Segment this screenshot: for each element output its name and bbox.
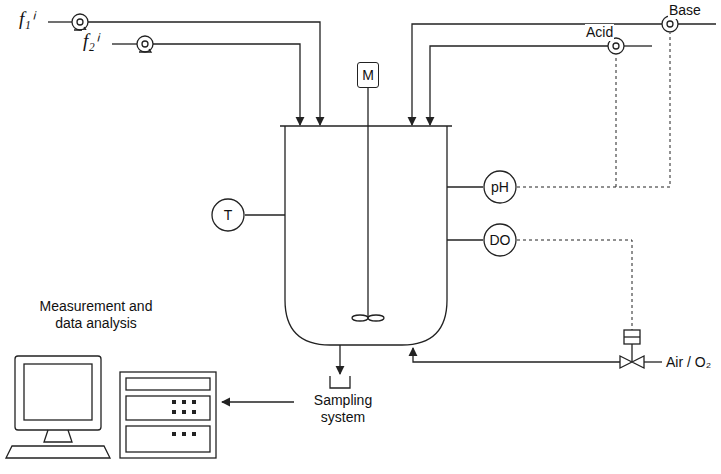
control-signal [517,240,632,330]
analyser-button [172,400,176,404]
feed-line [88,22,320,125]
feed-label: f₂ⁱ [82,30,99,53]
analyser-panel [126,396,210,420]
sensor-wire [245,214,285,215]
analyser-button [182,400,186,404]
monitor-screen [24,364,92,420]
valve-actuator [624,330,640,344]
impeller-blade [352,315,368,321]
gas-line [644,361,662,362]
sensor-circle [212,199,244,231]
gas-label: Air / O₂ [665,354,712,371]
feed-line [112,43,137,44]
node-text: M [362,68,374,82]
valve-body [620,356,644,368]
vessel [285,126,447,345]
pump-base [139,49,151,52]
feed-label: f₁ⁱ [18,8,35,31]
analyser-button [192,400,196,404]
impeller-blade [368,315,384,321]
sampling-cup [330,376,350,388]
base-line [678,23,716,24]
pump-rotor [667,21,673,27]
node-text: T [224,208,233,222]
node-text: pH [491,180,509,194]
analyser-button [182,410,186,414]
stirrer-shaft [367,88,368,316]
gas-line [413,348,620,362]
pump-rotor [77,19,83,25]
ph-sensor: pH [483,170,517,204]
sensor-wire [447,239,483,240]
pump [137,36,153,52]
keyboard [6,446,110,458]
do-sensor: DO [483,223,517,257]
analyser [120,372,216,458]
pump-rotor [142,41,148,47]
pump [72,14,88,30]
monitor-stand [44,430,72,442]
analyser-button [192,432,196,436]
control-signal [616,55,617,187]
base-line [412,24,662,125]
sensor-circle [484,224,516,256]
reagent-label: Acid [585,24,614,41]
data-arrow [222,401,294,402]
analyser-button [182,432,186,436]
equipment-label: Measurement and data analysis [30,298,162,332]
temperature-sensor: T [211,198,245,232]
sensor-wire [447,186,483,187]
acid-line [624,45,652,46]
analyser-button [172,410,176,414]
sensor-circle [484,171,516,203]
monitor [15,356,101,430]
motor-box: M [357,62,379,88]
sampling-label: Sampling system [300,392,386,426]
control-signal [517,33,670,187]
analyser-button [172,432,176,436]
feed-line [48,21,72,22]
reagent-label: Base [668,2,702,19]
valve-stem [631,344,632,362]
node-text: DO [490,233,511,247]
analyser-panel [126,426,210,452]
analyser-button [192,410,196,414]
pump-rotor [613,43,619,49]
feed-line [153,44,300,125]
vessel-lid [280,125,452,126]
valve-actuator [624,336,640,337]
sampling-line [339,345,340,374]
acid-line [430,46,608,125]
analyser-drawer [126,378,210,390]
